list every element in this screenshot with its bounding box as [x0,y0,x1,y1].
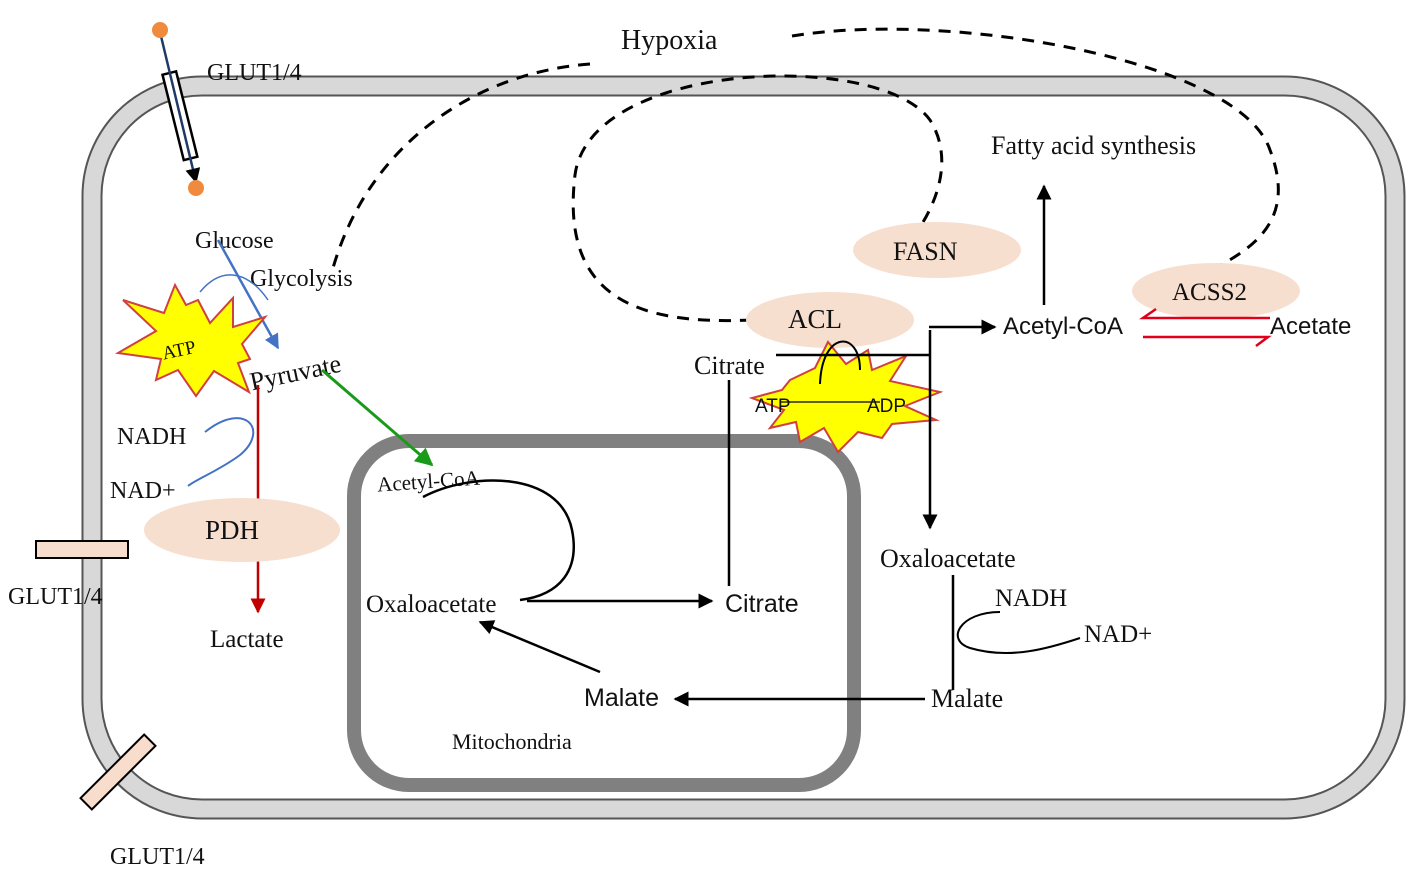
pyruvate-to-mito-arrow [321,368,434,467]
cell-membrane-inner [83,77,1404,818]
mitochondria-label: Mitochondria [452,729,572,754]
acetyl-coa-to-acetate-arrow [1143,335,1272,347]
pdh-enzyme [144,498,340,562]
acl-atp-arc [819,340,861,385]
cytosol-acetyl-coa-label: Acetyl-CoA [1003,313,1123,340]
glut-transporter-top [152,22,204,196]
lactate-label: Lactate [210,626,284,653]
mito-acetyl-coa-arc [422,479,575,602]
cytosol-oxaloacetate-label: Oxaloacetate [880,544,1016,573]
pyruvate-label: Pyruvate [247,349,343,397]
fasn-enzyme [853,222,1021,278]
acl-label: ACL [788,304,842,334]
atp-burst-glycolysis [114,282,269,398]
glycolysis-label: Glycolysis [250,266,353,292]
glucose-dot-inside [188,180,204,196]
atp-coupling-arc [199,274,269,301]
glut-transporter-bottom [79,733,157,811]
atp-label-acl: ATP [755,396,791,417]
adp-label-acl: ADP [867,396,906,417]
glut-label-bottom: GLUT1/4 [110,844,205,870]
nadh-nad-loop-left [187,417,255,487]
mito-oxaloacetate-label: Oxaloacetate [366,591,496,618]
acetate-to-acetyl-coa-arrow [1138,307,1270,320]
glut-transporter-left [35,540,129,559]
mitochondria-membrane [347,434,861,792]
acl-enzyme [746,292,914,348]
glycolysis-arrow [216,239,280,350]
cytosol-malate-label: Malate [931,684,1003,713]
hypoxia-to-acss2-dashed [791,27,1280,270]
acetate-label: Acetate [1270,313,1351,340]
nadh-nad-loop-right [956,611,1081,654]
glut-label-left: GLUT1/4 [8,584,103,610]
hypoxia-to-acl-dashed [571,74,944,323]
nadh-label-right: NADH [995,585,1067,612]
mito-acetyl-coa-label: Acetyl-CoA [376,466,481,497]
nadh-label-left: NADH [117,424,186,450]
glut-label-top: GLUT1/4 [207,60,302,86]
glucose-dot-outside [152,22,168,38]
cytosol-citrate-label: Citrate [694,351,765,380]
mito-citrate-label: Citrate [725,590,799,618]
hypoxia-to-glycolysis-dashed [331,62,591,269]
fatty-acid-synthesis-label: Fatty acid synthesis [991,131,1196,160]
nad-plus-label-right: NAD+ [1084,621,1152,648]
hypoxia-label: Hypoxia [621,25,718,56]
pdh-label: PDH [205,515,259,545]
fasn-label: FASN [893,237,958,266]
nad-plus-label-left: NAD+ [110,478,176,504]
glucose-label: Glucose [195,228,274,254]
mito-malate-label: Malate [584,684,659,712]
acss2-label: ACSS2 [1172,279,1247,306]
malate-to-oaa-arrow [478,620,601,674]
acss2-enzyme [1132,263,1300,319]
